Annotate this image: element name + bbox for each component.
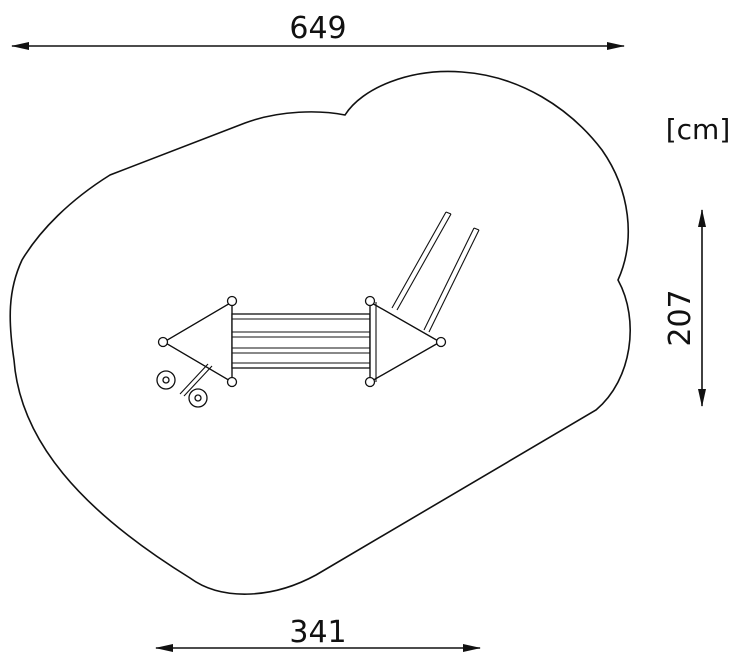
overall-width-label: 649 bbox=[289, 11, 346, 46]
right-triangle-platform bbox=[369, 300, 442, 384]
stepping-stones bbox=[156, 370, 208, 408]
posts bbox=[157, 295, 447, 388]
lower-width-dimension: 341 bbox=[155, 615, 481, 652]
bridge-deck bbox=[231, 313, 371, 369]
height-dimension: 207 bbox=[663, 209, 706, 407]
overall-width-dimension: 649 bbox=[11, 11, 625, 50]
slide-rails bbox=[391, 211, 480, 333]
safety-zone-outline bbox=[9, 70, 631, 595]
climbing-structure bbox=[156, 211, 480, 408]
unit-label: [cm] bbox=[666, 113, 731, 146]
left-triangle-platform bbox=[162, 300, 233, 384]
lower-width-label: 341 bbox=[289, 615, 346, 650]
height-label: 207 bbox=[663, 289, 698, 346]
